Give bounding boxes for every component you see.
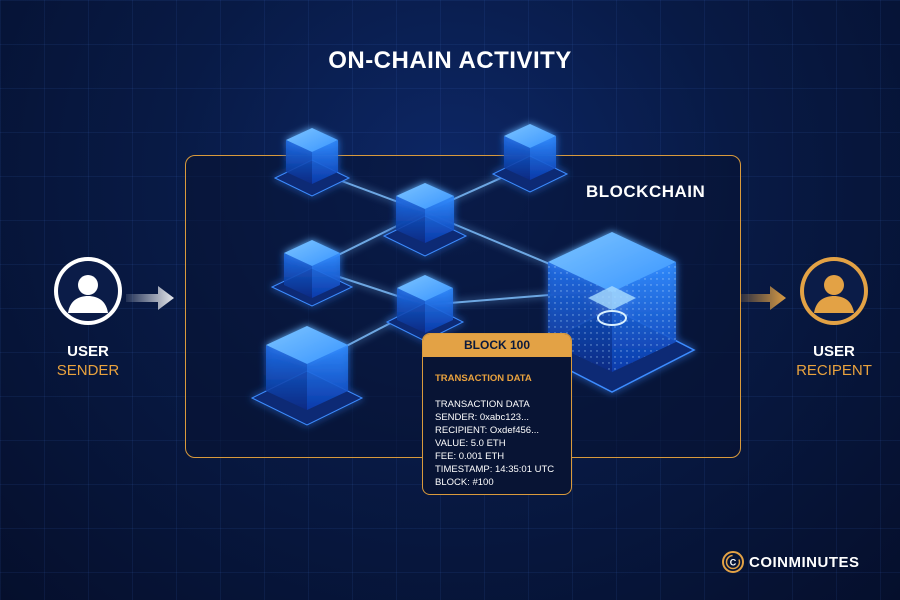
transaction-line: BLOCK: #100: [435, 477, 494, 488]
transaction-line: RECIPIENT: Oxdef456...: [435, 425, 540, 436]
transaction-line: TIMESTAMP: 14:35:01 UTC: [435, 464, 555, 475]
arrow-right-icon: [740, 286, 786, 310]
block-details-card: BLOCK 100 TRANSACTION DATA TRANSACTION D…: [422, 333, 572, 495]
node-cube: [270, 240, 354, 307]
recipient-label-role: RECIPENT: [796, 362, 872, 379]
transaction-line: VALUE: 5.0 ETH: [435, 438, 506, 449]
node-cube: [491, 124, 569, 193]
brand-name: COINMINUTES: [749, 553, 860, 571]
user-icon: [54, 257, 122, 325]
arrow-right-icon: [126, 286, 174, 310]
node-cube: [250, 326, 364, 426]
brand-logo: C COINMINUTES: [722, 551, 860, 573]
transaction-line: FEE: 0.001 ETH: [435, 451, 505, 462]
sender-label-user: USER: [67, 343, 109, 360]
user-recipient: USER RECIPENT: [774, 255, 894, 379]
block-header: BLOCK 100: [423, 334, 571, 357]
transaction-lines: TRANSACTION DATA SENDER: 0xabc123... REC…: [423, 384, 571, 489]
sender-label-role: SENDER: [56, 362, 120, 379]
page-title: ON-CHAIN ACTIVITY: [328, 47, 572, 74]
coinminutes-logo-icon: C: [722, 551, 744, 573]
transaction-line: TRANSACTION DATA: [435, 399, 530, 410]
user-sender: USER SENDER: [28, 255, 148, 379]
node-cube: [273, 128, 351, 197]
user-icon: [800, 257, 868, 325]
recipient-label-user: USER: [813, 343, 855, 360]
block-section-title: TRANSACTION DATA: [435, 373, 532, 384]
transaction-line: SENDER: 0xabc123...: [435, 412, 529, 423]
blockchain-label: BLOCKCHAIN: [586, 182, 706, 201]
svg-text:C: C: [730, 558, 737, 568]
node-cube: [385, 275, 465, 342]
node-cube: [382, 183, 468, 257]
